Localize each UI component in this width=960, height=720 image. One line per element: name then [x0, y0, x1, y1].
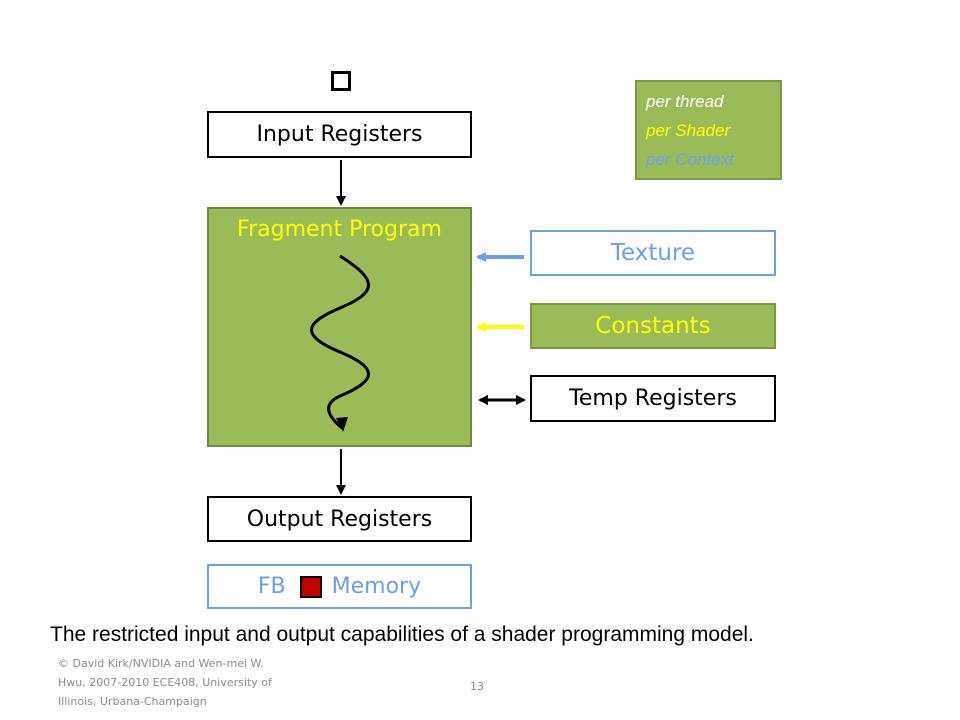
fragment-program-box: Fragment Program: [207, 207, 472, 447]
fb-marker-square: [299, 575, 322, 598]
page-number: 13: [470, 680, 484, 693]
input-registers-label: Input Registers: [256, 122, 423, 147]
legend-per-shader: per Shader: [646, 120, 731, 140]
texture-label: Texture: [610, 240, 696, 266]
input-registers-box: Input Registers: [207, 111, 472, 158]
constants-label: Constants: [595, 313, 711, 339]
output-registers-box: Output Registers: [207, 496, 472, 542]
fb-label: FB: [257, 574, 286, 599]
temp-registers-box: Temp Registers: [530, 375, 776, 422]
output-registers-label: Output Registers: [246, 506, 433, 532]
legend-box: per thread per Shader per Context: [635, 80, 782, 180]
input-marker-square: [331, 71, 351, 91]
memory-label: Memory: [331, 574, 422, 599]
thread-squiggle-arrowhead: [336, 417, 348, 432]
figure-caption: The restricted input and output capabili…: [50, 623, 754, 646]
legend-per-context: per Context: [646, 149, 734, 169]
footer-credit: © David Kirk/NVIDIA and Wen-mei W. Hwu, …: [58, 657, 272, 708]
texture-box: Texture: [530, 230, 776, 276]
constants-box: Constants: [530, 303, 776, 349]
fragment-program-label: Fragment Program: [237, 217, 442, 242]
thread-squiggle: [310, 254, 370, 430]
temp-registers-label: Temp Registers: [569, 386, 737, 411]
legend-per-thread: per thread: [646, 91, 724, 111]
fb-memory-box: FB Memory: [207, 564, 472, 609]
